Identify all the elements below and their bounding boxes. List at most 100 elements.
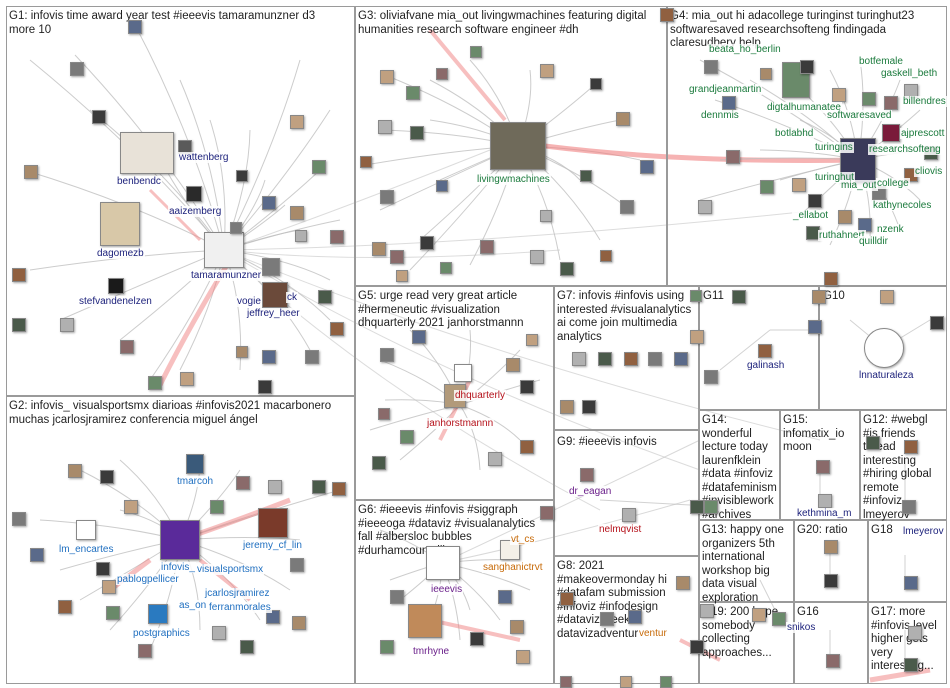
label-infovis: infovis_	[160, 562, 196, 573]
label-college: college	[876, 178, 910, 189]
profile-avatar-icon	[520, 440, 534, 454]
profile-avatar-icon	[390, 590, 404, 604]
group-panel-g9	[554, 430, 699, 556]
group-title-g20: G20: ratio	[797, 524, 848, 536]
profile-avatar-icon	[24, 165, 38, 179]
profile-avatar-icon	[648, 352, 662, 366]
profile-avatar-icon	[268, 480, 282, 494]
label-dennmis: dennmis	[700, 110, 740, 121]
group-panel-g10	[819, 286, 947, 410]
label-nzenk: nzenk	[876, 224, 905, 235]
profile-avatar-icon	[436, 68, 448, 80]
profile-avatar-icon	[560, 592, 574, 606]
profile-avatar-icon	[824, 540, 838, 554]
profile-avatar-icon	[390, 250, 404, 264]
label-ck: ck	[286, 292, 298, 303]
profile-avatar-icon	[396, 270, 408, 282]
profile-avatar-icon	[862, 92, 876, 106]
profile-avatar-icon	[295, 230, 307, 242]
profile-avatar-icon	[148, 376, 162, 390]
profile-avatar-icon	[674, 352, 688, 366]
label-postgraphics: postgraphics	[132, 628, 191, 639]
profile-avatar-icon	[100, 202, 140, 246]
label-cliovis: cliovis	[914, 166, 944, 177]
edge-line	[134, 24, 225, 251]
group-panel-g4	[667, 6, 947, 286]
profile-avatar-icon	[866, 436, 880, 450]
profile-avatar-icon	[236, 170, 248, 182]
profile-avatar-icon	[312, 160, 326, 174]
profile-avatar-icon	[12, 512, 26, 526]
label-snikos: snikos	[786, 622, 817, 633]
label-aaizemberg: aaizemberg	[168, 206, 223, 217]
profile-avatar-icon	[440, 262, 452, 274]
edge-line	[719, 329, 771, 371]
group-title-g7: G7: infovis #infovis using interested #v…	[557, 290, 692, 343]
profile-avatar-icon	[236, 346, 248, 358]
profile-avatar-icon	[510, 620, 524, 634]
profile-avatar-icon	[690, 330, 704, 344]
label-visualsportsmx: visualsportsmx	[196, 564, 265, 575]
profile-avatar-icon	[360, 156, 372, 168]
profile-avatar-icon	[380, 70, 394, 84]
group-title-g14: G14: wonderful lecture today laurenfklei…	[702, 414, 777, 521]
group-panel-g2	[6, 396, 355, 684]
label-billendres: billendres	[902, 96, 947, 107]
label-sanghanictrvt: sanghanictrvt	[482, 562, 544, 573]
profile-avatar-icon	[722, 96, 736, 110]
profile-avatar-icon	[622, 508, 636, 522]
profile-avatar-icon	[100, 470, 114, 484]
profile-avatar-icon	[420, 236, 434, 250]
profile-avatar-icon	[230, 222, 242, 234]
profile-avatar-icon	[372, 456, 386, 470]
group-panel-g20	[794, 520, 868, 602]
label-tamaramunzner: tamaramunzner	[190, 270, 263, 281]
group-title-g13: G13: happy one organizers 5th internatio…	[702, 524, 784, 604]
wp-logo-icon	[148, 604, 168, 624]
edge-line	[438, 379, 472, 441]
profile-avatar-icon	[704, 500, 718, 514]
label-lmeyerov: lmeyerov	[902, 526, 945, 537]
profile-avatar-icon	[700, 604, 714, 618]
profile-avatar-icon	[30, 548, 44, 562]
profile-avatar-icon	[616, 112, 630, 126]
group-title-g15: G15: infomatix_io moon	[783, 414, 845, 453]
profile-avatar-icon	[412, 330, 426, 344]
profile-avatar-icon	[560, 400, 574, 414]
profile-avatar-icon	[102, 580, 116, 594]
profile-avatar-icon	[410, 126, 424, 140]
profile-avatar-icon	[70, 62, 84, 76]
label-ajprescott: ajprescott	[900, 128, 946, 139]
profile-avatar-icon	[212, 626, 226, 640]
profile-avatar-icon	[676, 576, 690, 590]
label-dhquarterly: dhquarterly	[454, 390, 507, 401]
profile-avatar-icon	[704, 60, 718, 74]
profile-avatar-icon	[262, 282, 288, 308]
profile-avatar-icon	[902, 500, 916, 514]
edge-line	[869, 667, 931, 683]
label-jcarlosjramirez: jcarlosjramirez	[204, 588, 271, 599]
profile-avatar-icon	[758, 344, 772, 358]
profile-avatar-icon	[380, 348, 394, 362]
profile-avatar-icon	[838, 210, 852, 224]
profile-avatar-icon	[332, 482, 346, 496]
group-panel-g1	[6, 6, 355, 396]
profile-avatar-icon	[470, 632, 484, 646]
profile-avatar-icon	[12, 268, 26, 282]
profile-avatar-icon	[832, 88, 846, 102]
profile-avatar-icon	[378, 120, 392, 134]
profile-avatar-icon	[12, 318, 26, 332]
profile-avatar-icon	[884, 96, 898, 110]
group-title-g8: G8: 2021 #makeovermonday hi #datafam sub…	[557, 560, 667, 640]
group-title-g1: G1: infovis time award year test #ieeevi…	[9, 10, 316, 36]
profile-avatar-icon	[660, 676, 672, 688]
label-quilldir: quilldir	[858, 236, 889, 247]
edge-line	[223, 249, 821, 441]
edge-line	[441, 499, 691, 564]
profile-avatar-icon	[436, 180, 448, 192]
profile-avatar-icon	[120, 132, 174, 174]
profile-avatar-icon	[526, 334, 538, 346]
profile-avatar-icon	[372, 242, 386, 256]
profile-avatar-icon	[180, 372, 194, 386]
label-dr-eagan: dr_eagan	[568, 486, 613, 497]
